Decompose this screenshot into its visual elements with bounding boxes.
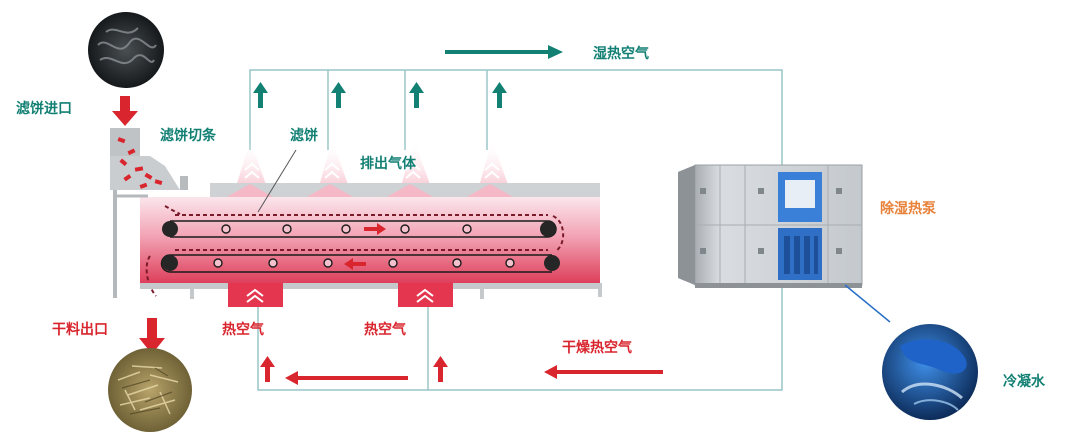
outlet-down-arrow (139, 318, 165, 354)
condensate-leader (844, 284, 891, 323)
up-arrow-icon (433, 356, 448, 382)
conveyor-belts (145, 205, 565, 297)
oven-roof (210, 183, 600, 198)
label-condensed-water: 冷凝水 (1003, 373, 1046, 390)
up-arrow-icon (253, 82, 268, 108)
dried-material-photo-icon (108, 348, 192, 432)
up-arrow-icon (492, 82, 507, 108)
label-filter-cake: 滤饼 (290, 127, 318, 144)
label-heat-pump: 除湿热泵 (880, 200, 936, 217)
exhaust-plumes (235, 140, 510, 190)
label-filter-cake-inlet: 滤饼进口 (16, 100, 72, 117)
oven-base (140, 283, 602, 299)
up-arrow-icon (409, 82, 424, 108)
dry-air-left-arrows (285, 365, 663, 385)
label-exhaust-gas: 排出气体 (360, 155, 417, 172)
label-filter-cake-strips: 滤饼切条 (160, 127, 217, 144)
label-dry-hot-air: 干燥热空气 (562, 339, 632, 356)
label-hot-air-right: 热空气 (364, 321, 406, 338)
feed-hopper (110, 128, 188, 298)
label-hot-air-left: 热空气 (222, 321, 264, 338)
hot-air-up-arrows (260, 356, 448, 382)
diagram-labels: 滤饼进口 滤饼切条 滤饼 排出气体 湿热空气 除湿热泵 干料出口 热空气 热空气… (16, 45, 1046, 390)
inlet-down-arrow (112, 96, 138, 126)
condensate-photo-icon (882, 324, 978, 420)
label-dry-material-outlet: 干料出口 (52, 321, 108, 338)
filter-cake-photo-icon (88, 12, 164, 88)
filter-cake-leader (257, 149, 297, 213)
humid-air-right-arrow (445, 45, 563, 59)
hot-air-inlet-ducts (228, 283, 453, 307)
heat-pump-machine (678, 164, 863, 288)
humid-air-up-arrows (253, 82, 507, 108)
up-arrow-icon (331, 82, 346, 108)
up-arrow-icon (260, 356, 275, 382)
label-humid-hot-air: 湿热空气 (593, 45, 649, 62)
oven-body (140, 197, 600, 283)
